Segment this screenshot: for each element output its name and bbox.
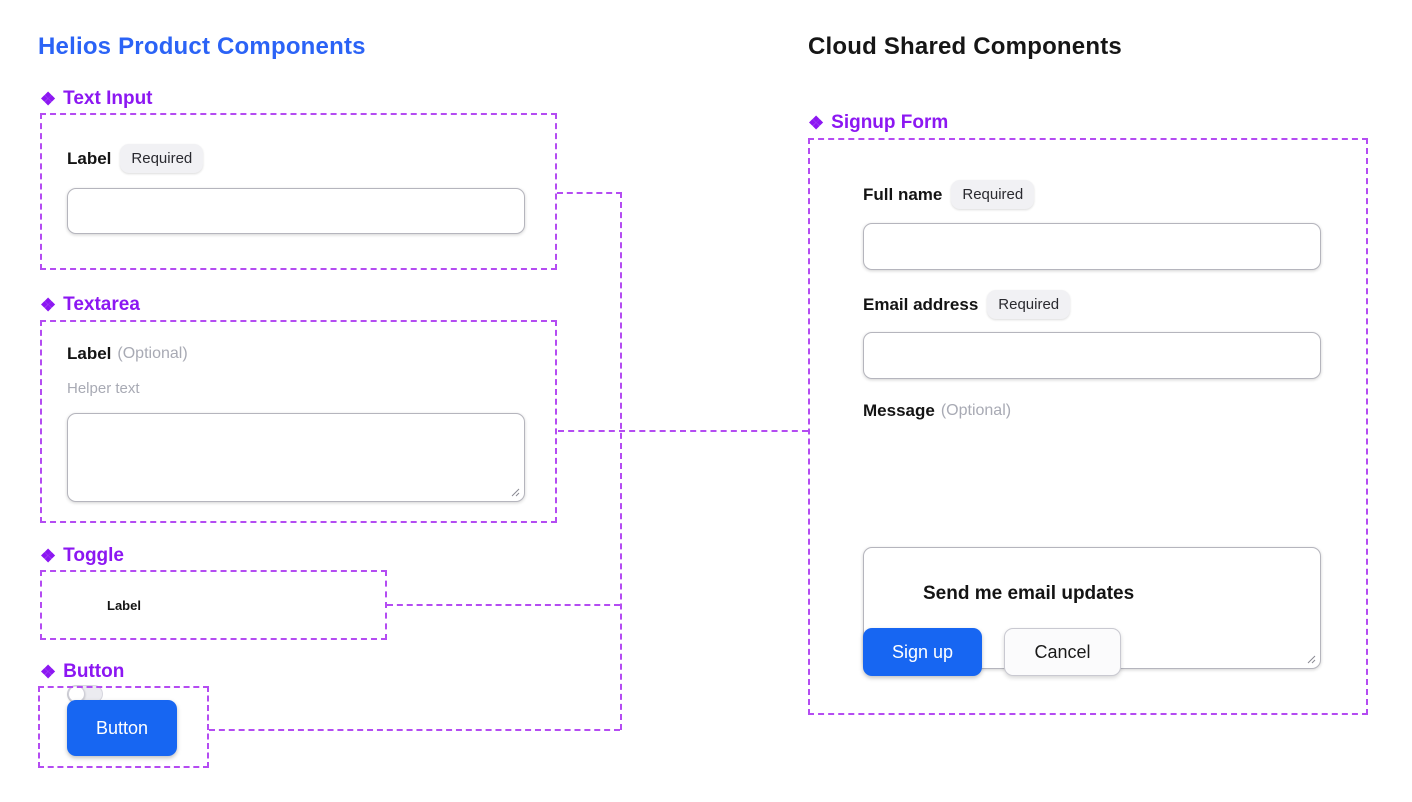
email-label: Email address <box>863 294 979 314</box>
full-name-field[interactable] <box>863 223 1321 270</box>
cancel-button[interactable]: Cancel <box>1004 628 1121 676</box>
textarea-label: Label <box>67 344 112 363</box>
component-diamond-icon: ❖ <box>40 662 57 682</box>
connector-text-input <box>557 192 622 194</box>
email-label-row: Email address Required <box>863 290 1071 319</box>
right-panel-title: Cloud Shared Components <box>808 33 1122 60</box>
section-heading-toggle: ❖ Toggle <box>40 545 124 567</box>
connector-button <box>209 729 620 731</box>
textarea-helper-text: Helper text <box>67 380 140 397</box>
connector-toggle <box>387 604 620 606</box>
section-heading-label: Toggle <box>63 545 124 566</box>
connector-textarea-to-form <box>558 430 808 432</box>
text-input-field[interactable] <box>67 188 525 234</box>
signup-form-component-box <box>808 138 1368 715</box>
full-name-label: Full name <box>863 184 943 204</box>
textarea-component-box <box>40 320 557 523</box>
resize-grip-icon[interactable] <box>1305 653 1316 664</box>
component-diamond-icon: ❖ <box>40 89 57 109</box>
section-heading-label: Text Input <box>63 88 153 109</box>
required-badge: Required <box>120 144 204 173</box>
section-heading-signup-form: ❖ Signup Form <box>808 112 948 134</box>
optional-text: (Optional) <box>117 345 188 362</box>
section-heading-label: Textarea <box>63 294 140 315</box>
connector-trunk <box>620 192 622 730</box>
section-heading-label: Button <box>63 661 125 682</box>
email-updates-label: Send me email updates <box>923 583 1135 604</box>
component-diamond-icon: ❖ <box>40 546 57 566</box>
text-input-component-box <box>40 113 557 270</box>
text-input-label: Label <box>67 148 112 168</box>
required-badge: Required <box>951 180 1035 209</box>
email-field[interactable] <box>863 332 1321 379</box>
left-panel-title: Helios Product Components <box>38 33 366 60</box>
message-label-row: Message (Optional) <box>863 401 1011 421</box>
section-heading-label: Signup Form <box>831 112 949 133</box>
toggle-component-box <box>40 570 387 640</box>
button-component-box <box>38 686 209 768</box>
component-diamond-icon: ❖ <box>808 113 825 133</box>
full-name-label-row: Full name Required <box>863 180 1035 209</box>
message-label: Message <box>863 401 935 420</box>
section-heading-text-input: ❖ Text Input <box>40 88 153 110</box>
text-input-label-row: Label Required <box>67 144 204 173</box>
component-diamond-icon: ❖ <box>40 295 57 315</box>
section-heading-button: ❖ Button <box>40 661 124 683</box>
optional-text: (Optional) <box>940 402 1012 419</box>
textarea-field[interactable] <box>67 413 525 502</box>
sample-button[interactable]: Button <box>67 700 177 756</box>
required-badge: Required <box>987 290 1071 319</box>
section-heading-textarea: ❖ Textarea <box>40 294 140 316</box>
resize-grip-icon[interactable] <box>509 486 520 497</box>
textarea-label-row: Label (Optional) <box>67 344 188 364</box>
sign-up-button[interactable]: Sign up <box>863 628 982 676</box>
toggle-label: Label <box>107 598 141 613</box>
